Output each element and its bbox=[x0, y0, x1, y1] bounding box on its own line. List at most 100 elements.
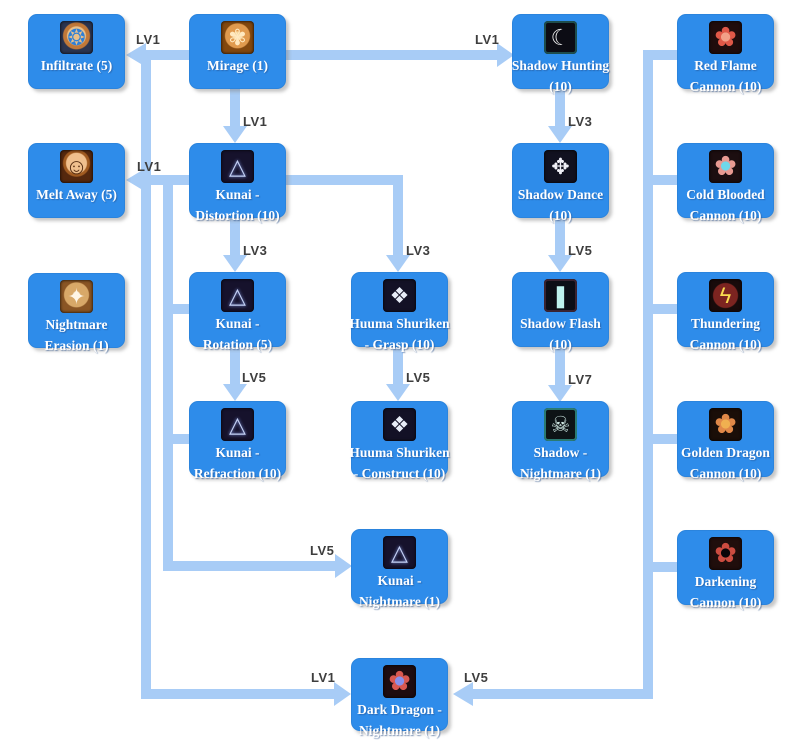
connector-trunk-mirage-bottom bbox=[141, 689, 334, 699]
shadow-flash-icon: ❚ bbox=[544, 279, 577, 312]
skill-label: Infiltrate (5) bbox=[40, 58, 113, 73]
level-label-flash: LV5 bbox=[568, 243, 593, 258]
huuma-shuriken-construct-icon: ❖ bbox=[383, 408, 416, 441]
connector-stub-rotation bbox=[173, 304, 189, 314]
arrowhead-dark-dragon-left bbox=[334, 682, 351, 706]
level-label-construct: LV5 bbox=[406, 370, 431, 385]
skill-label: Mirage (1) bbox=[206, 58, 269, 73]
arrowhead-dance bbox=[548, 126, 572, 143]
skill-node-huuma-shuriken-construct[interactable]: ❖ Huuma Shuriken- Construct (10) bbox=[349, 401, 450, 481]
level-label-rotation: LV3 bbox=[243, 243, 268, 258]
arrowhead-shadow-hunting bbox=[497, 43, 514, 67]
level-label-shadow-hunting: LV1 bbox=[475, 32, 500, 47]
kunai-rotation-icon: △ bbox=[221, 279, 254, 312]
skill-label: Kunai -Rotation (5) bbox=[202, 316, 273, 352]
connector-dance-flash bbox=[555, 217, 565, 256]
level-label-kunai-nightmare: LV5 bbox=[310, 543, 335, 558]
arrowhead-refraction bbox=[223, 384, 247, 401]
connector-arm-thundering bbox=[653, 304, 677, 314]
skill-node-kunai-refraction[interactable]: △ Kunai -Refraction (10) bbox=[189, 401, 286, 481]
red-flame-cannon-icon: ✿ bbox=[709, 21, 742, 54]
icon-glyph: ❖ bbox=[389, 412, 410, 437]
skill-node-kunai-nightmare[interactable]: △ Kunai -Nightmare (1) bbox=[351, 529, 448, 609]
skill-label: Huuma Shuriken- Grasp (10) bbox=[349, 316, 450, 352]
icon-glyph: ✿ bbox=[714, 538, 737, 568]
skill-node-kunai-distortion[interactable]: △ Kunai -Distortion (10) bbox=[189, 143, 286, 223]
kunai-refraction-icon: △ bbox=[221, 408, 254, 441]
icon-glyph: ϟ bbox=[719, 283, 732, 308]
skill-node-shadow-dance[interactable]: ✥ Shadow Dance(10) bbox=[512, 143, 609, 223]
icon-glyph: ❖ bbox=[389, 283, 410, 308]
arrowhead-construct bbox=[386, 384, 410, 401]
skill-node-huuma-shuriken-grasp[interactable]: ❖ Huuma Shuriken- Grasp (10) bbox=[349, 272, 450, 352]
icon-glyph: ☺ bbox=[65, 154, 88, 179]
arrowhead-flash bbox=[548, 255, 572, 272]
arrowhead-grasp bbox=[386, 255, 410, 272]
skill-label: Dark Dragon -Nightmare (1) bbox=[357, 702, 442, 738]
huuma-shuriken-grasp-icon: ❖ bbox=[383, 279, 416, 312]
skill-label: Melt Away (5) bbox=[36, 187, 117, 202]
thundering-cannon-bolt-icon: ϟ bbox=[709, 279, 742, 312]
skill-node-dark-dragon-nightmare[interactable]: ✿ Dark Dragon -Nightmare (1) bbox=[351, 658, 448, 738]
skill-node-shadow-hunting[interactable]: ☾ Shadow Hunting(10) bbox=[512, 14, 609, 94]
arrowhead-rotation bbox=[223, 255, 247, 272]
connector-trunk-cannon-bottom bbox=[469, 689, 643, 699]
skill-node-kunai-rotation[interactable]: △ Kunai -Rotation (5) bbox=[189, 272, 286, 352]
icon-glyph: ✾ bbox=[228, 25, 247, 50]
icon-glyph: △ bbox=[229, 412, 246, 437]
level-label-dark-dragon-lv5: LV5 bbox=[464, 670, 489, 685]
connector-mirage-infiltrate bbox=[146, 50, 189, 60]
connector-arm-red-flame bbox=[653, 50, 677, 60]
icon-glyph: ✿ bbox=[714, 409, 737, 439]
nightmare-erasion-star-icon: ✦ bbox=[60, 280, 93, 313]
icon-glyph: ✥ bbox=[551, 154, 570, 179]
skill-node-shadow-flash[interactable]: ❚ Shadow Flash(10) bbox=[512, 272, 609, 352]
kunai-distortion-icon: △ bbox=[221, 150, 254, 183]
connector-trunk-mirage-vertical bbox=[141, 50, 151, 699]
shadow-hunting-crescent-icon: ☾ bbox=[544, 21, 577, 54]
skill-label: Shadow Flash(10) bbox=[520, 316, 601, 352]
skill-node-infiltrate[interactable]: ❂ Infiltrate (5) bbox=[28, 14, 125, 89]
connector-arm-darkening bbox=[653, 562, 677, 572]
icon-glyph: ❚ bbox=[551, 283, 570, 308]
connector-trunk-kunai-vertical bbox=[163, 175, 173, 571]
connector-flash-shadow-nightmare bbox=[555, 346, 565, 386]
level-label-melt-away: LV1 bbox=[137, 159, 162, 174]
skill-node-mirage[interactable]: ✾ Mirage (1) bbox=[189, 14, 286, 89]
icon-glyph: ☾ bbox=[550, 25, 571, 50]
arrowhead-dark-dragon-right bbox=[453, 682, 473, 706]
icon-glyph: △ bbox=[391, 540, 408, 565]
icon-glyph: △ bbox=[229, 283, 246, 308]
arrowhead-kunai-nightmare bbox=[335, 554, 352, 578]
skill-label: Shadow Hunting(10) bbox=[511, 58, 610, 94]
skill-label: Kunai -Refraction (10) bbox=[193, 445, 282, 481]
skill-label: Kunai -Distortion (10) bbox=[195, 187, 280, 223]
infiltrate-swirl-icon: ❂ bbox=[60, 21, 93, 54]
icon-glyph: ✿ bbox=[714, 151, 737, 181]
skill-node-shadow-nightmare[interactable]: ☠ Shadow -Nightmare (1) bbox=[512, 401, 609, 481]
skill-label: Kunai -Nightmare (1) bbox=[358, 573, 441, 609]
mirage-orb-icon: ✾ bbox=[221, 21, 254, 54]
skill-node-melt-away[interactable]: ☺ Melt Away (5) bbox=[28, 143, 125, 218]
connector-mirage-shadow-hunting bbox=[285, 50, 497, 60]
connector-grasp-construct bbox=[393, 346, 403, 385]
icon-glyph: ✦ bbox=[67, 284, 86, 309]
connector-mirage-distortion bbox=[230, 88, 240, 127]
level-label-dark-dragon-lv1: LV1 bbox=[311, 670, 336, 685]
arrowhead-melt-away bbox=[126, 168, 146, 192]
connector-stub-refraction bbox=[173, 434, 189, 444]
skill-label: Shadow Dance(10) bbox=[517, 187, 604, 223]
kunai-nightmare-icon: △ bbox=[383, 536, 416, 569]
